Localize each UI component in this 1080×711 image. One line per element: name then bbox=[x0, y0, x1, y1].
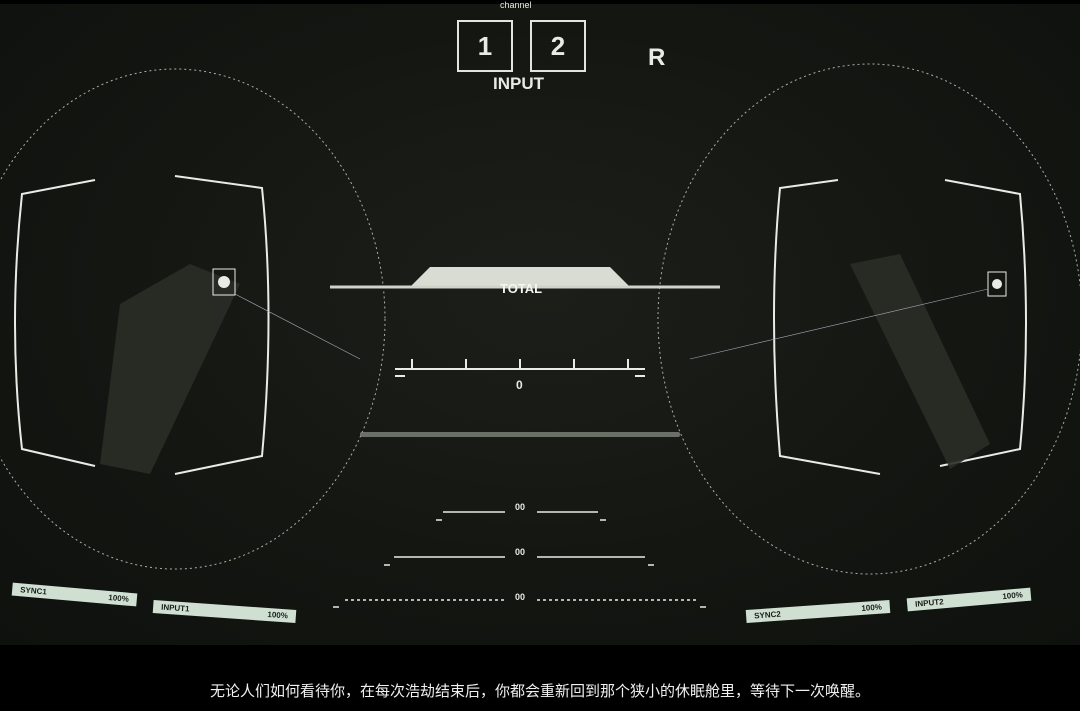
readout-1: 00 bbox=[515, 502, 526, 512]
left-dashed-ring bbox=[0, 68, 386, 570]
left-pod bbox=[14, 175, 270, 475]
channel-label: channel bbox=[500, 0, 532, 10]
status-bar-value: 100% bbox=[108, 592, 130, 604]
hud-graphics bbox=[0, 63, 1080, 608]
status-bar-value: 100% bbox=[267, 610, 289, 621]
readout-3: 00 bbox=[515, 592, 526, 602]
floor-lights bbox=[360, 432, 680, 437]
gauge-scale bbox=[395, 359, 645, 377]
status-bar-value: 100% bbox=[861, 602, 883, 613]
input-box-1: 1 bbox=[457, 20, 513, 72]
right-dashed-ring bbox=[657, 63, 1080, 575]
right-pod bbox=[773, 179, 1027, 475]
input-label: INPUT bbox=[493, 74, 544, 93]
readout-lines bbox=[333, 511, 706, 608]
input-box-2: 2 bbox=[530, 20, 586, 72]
hud-scene: channel 1 2 INPUT R TOTAL 0 00 00 00 SYN… bbox=[0, 0, 1080, 645]
status-bar-name: SYNC1 bbox=[19, 585, 48, 597]
side-label: R bbox=[648, 44, 666, 71]
gauge-value: 0 bbox=[516, 378, 523, 392]
readout-2: 00 bbox=[515, 547, 526, 557]
subtitle: 无论人们如何看待你，在每次浩劫结束后，你都会重新回到那个狭小的休眠舱里，等待下一… bbox=[209, 682, 870, 700]
status-bar-name: INPUT1 bbox=[160, 602, 190, 614]
total-label: TOTAL bbox=[500, 281, 543, 296]
status-bar-value: 100% bbox=[1002, 590, 1024, 602]
status-bar-name: INPUT2 bbox=[914, 597, 944, 609]
total-panel bbox=[410, 267, 630, 287]
status-bar-name: SYNC2 bbox=[753, 609, 782, 621]
